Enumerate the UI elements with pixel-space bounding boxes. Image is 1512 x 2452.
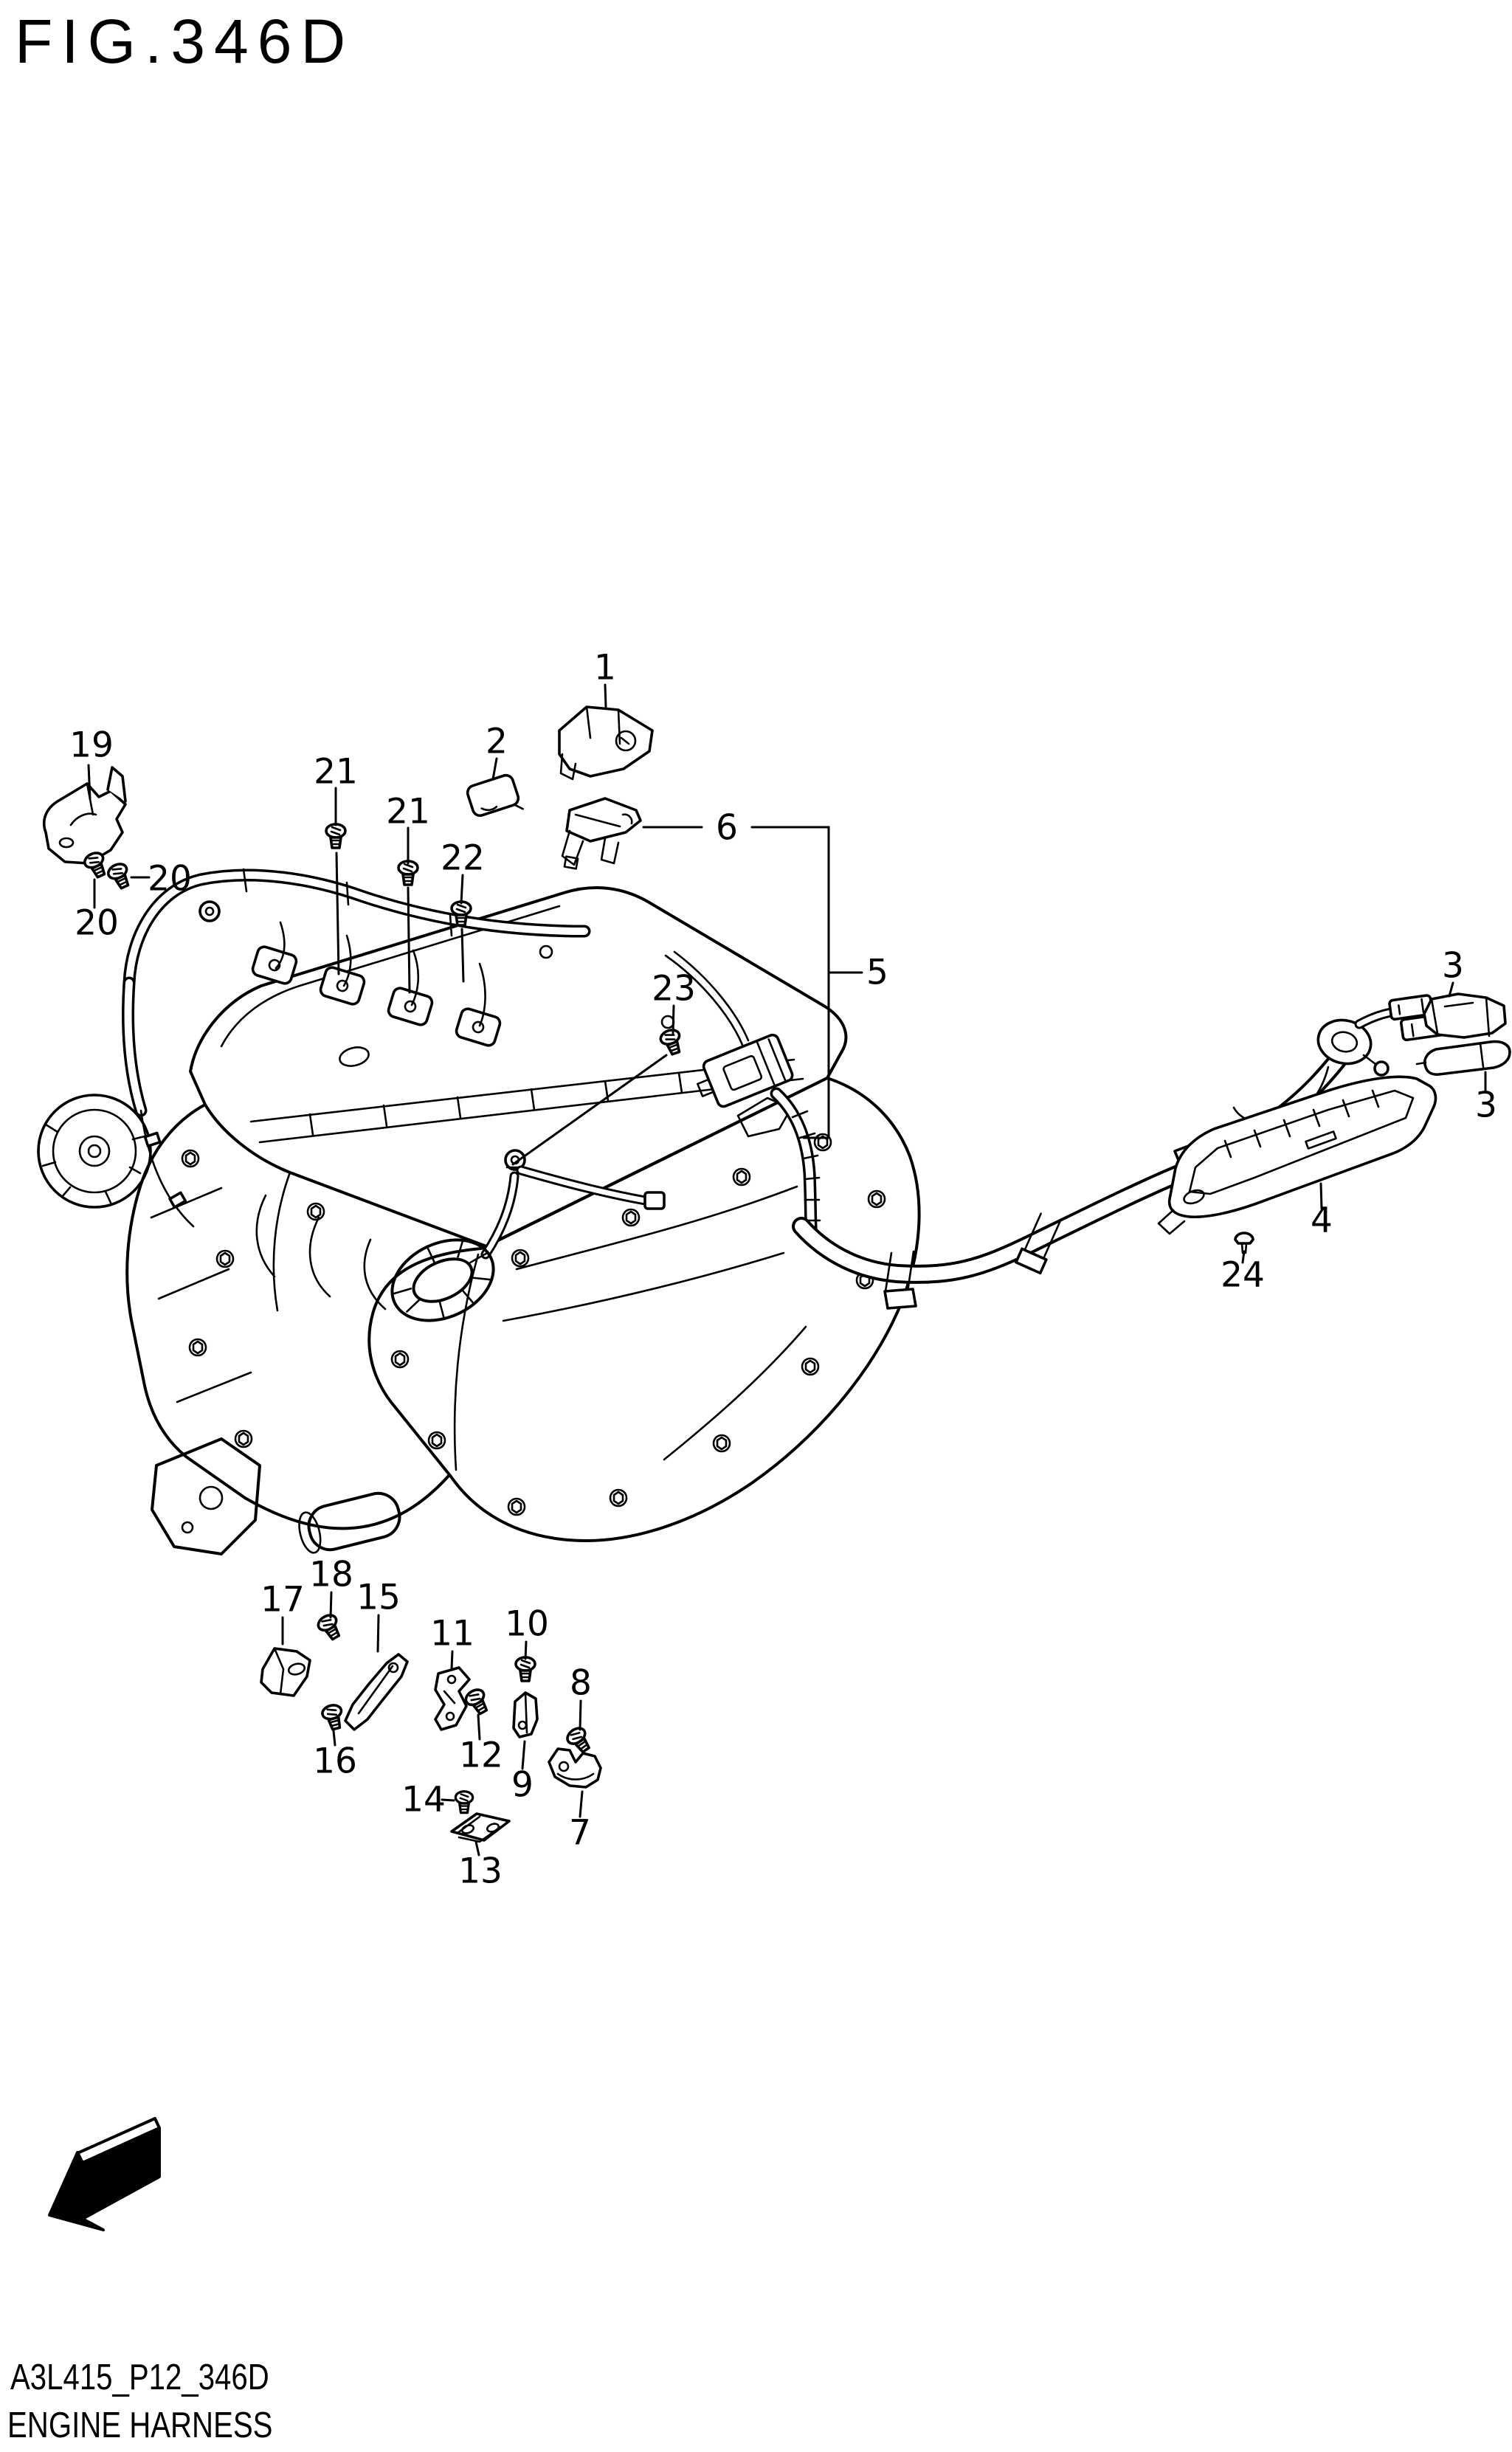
callout-21-label-23: 21: [386, 792, 430, 832]
part-4-protector-bracket: [1157, 1075, 1437, 1235]
cylinder-block: [125, 1103, 450, 1555]
ignition-coil-icon: [251, 945, 298, 985]
part-7-bracket: [548, 1747, 602, 1789]
part-19-bracket: [42, 766, 127, 865]
callout-11-label-11: 11: [430, 1614, 474, 1654]
bolt-icon: [234, 1429, 253, 1448]
callout-10-label-10: 10: [505, 1604, 549, 1645]
ignition-coil-icon: [319, 966, 366, 1006]
part-21-screw-icon: [397, 860, 419, 886]
fwd-arrow: FWD: [48, 2117, 161, 2231]
callout-21-leader: [407, 886, 411, 994]
callout-14-label-14: 14: [401, 1780, 446, 1820]
callout-3-leader: [1448, 981, 1454, 998]
part-24-pin-icon: [1234, 1232, 1254, 1254]
bolt-icon: [215, 1249, 235, 1268]
callout-21-label-22: 21: [314, 752, 358, 792]
callout-19-leader: [87, 764, 92, 801]
callout-16-label-16: 16: [313, 1741, 357, 1782]
callout-13-leader: [474, 1840, 480, 1857]
part-17-bracket: [260, 1647, 311, 1697]
callout-4-leader: [1319, 1182, 1323, 1210]
part-23-screw-icon: [657, 1026, 686, 1058]
part-11-bracket: [434, 1666, 471, 1731]
harness-loop: [390, 1238, 495, 1322]
callout-6-label-6: 6: [716, 808, 738, 849]
crank-pulley-icon: [37, 1094, 152, 1209]
part-3-boot-lower: [1415, 1040, 1511, 1076]
callout-21-leader: [335, 852, 340, 975]
transaxle-housing: [367, 1077, 921, 1542]
callout-15-leader: [376, 1614, 380, 1653]
bolt-icon: [188, 1338, 207, 1357]
callout-24-leader: [1241, 1250, 1246, 1264]
callout-2-label-1: 2: [486, 722, 508, 762]
callout-7-leader: [579, 1790, 584, 1818]
callout-22-leader: [460, 928, 465, 983]
callout-12-leader: [477, 1713, 481, 1741]
part-9-bracket: [512, 1691, 539, 1738]
callout-7-label-7: 7: [569, 1813, 591, 1854]
callout-1-leader: [604, 683, 607, 708]
callout-2-leader: [491, 757, 498, 781]
callout-17-label-17: 17: [260, 1580, 305, 1620]
part-12-screw-icon: [461, 1685, 494, 1719]
part-14-screw-icon: [454, 1790, 474, 1814]
engine-illustration: [37, 868, 1450, 1555]
drawing-code: A3L415_P12_346D: [10, 2358, 269, 2397]
callout-16-leader: [332, 1730, 336, 1747]
part-1-bracket: [558, 705, 654, 781]
callout-12-label-12: 12: [459, 1736, 503, 1776]
callout-1-label-0: 1: [594, 648, 616, 688]
part-15-stay: [344, 1653, 409, 1731]
callout-3-label-2: 3: [1442, 946, 1464, 987]
figure-title: FIG.346D: [15, 7, 355, 76]
callout-8-label-8: 8: [570, 1663, 592, 1704]
callout-18-label-18: 18: [309, 1555, 353, 1595]
callout-3-label-3: 3: [1475, 1085, 1497, 1126]
callout-13-label-13: 13: [458, 1851, 503, 1892]
callout-8-leader: [579, 1699, 582, 1731]
harness-clamp-icon: [883, 1288, 917, 1310]
callout-9-leader: [521, 1740, 526, 1770]
callout-20-label-20: 20: [148, 859, 192, 899]
harness-grommet-icon: [1316, 1018, 1373, 1066]
callout-layer: 1233456789101112131415161718192020212122…: [69, 648, 1497, 1892]
harness-clamp-icon: [1015, 1247, 1048, 1275]
ignition-coil-icon: [387, 987, 434, 1026]
callout-9-label-9: 9: [511, 1765, 534, 1806]
callout-5-label-5: 5: [866, 953, 888, 993]
bolt-icon: [181, 1149, 200, 1168]
top-harness-pipe: [122, 868, 591, 1228]
part-16-screw-icon: [319, 1702, 347, 1733]
part-20-screw-icon: [104, 860, 135, 892]
callout-19-label-19: 19: [69, 725, 114, 766]
part-13-plate: [450, 1812, 511, 1843]
callout-23-leader: [672, 1004, 675, 1035]
callout-22-leader: [460, 874, 464, 905]
part-2-clip: [466, 773, 524, 818]
part-10-screw-icon: [514, 1656, 536, 1682]
callout-22-label-24: 22: [441, 838, 485, 879]
callout-6-leader: [750, 826, 830, 1139]
figure-caption: ENGINE HARNESS: [7, 2406, 273, 2445]
callout-15-label-15: 15: [356, 1578, 401, 1618]
part-3-clamp-upper: [1423, 992, 1507, 1039]
loose-parts: [42, 705, 1511, 1843]
callout-20-label-21: 20: [75, 903, 119, 944]
bolt-icon: [306, 1202, 325, 1221]
callout-23-leader: [511, 1054, 668, 1166]
callout-10-leader: [524, 1640, 528, 1660]
part-21-screw-icon: [325, 823, 347, 849]
terminal-stud-icon: [504, 1149, 526, 1171]
part-6-bracket: [561, 797, 642, 870]
fwd-arrowhead: [48, 2151, 105, 2231]
ignition-coil-icon: [455, 1007, 502, 1047]
callout-23-label-25: 23: [652, 969, 696, 1009]
ring-terminal-icon: [1373, 1060, 1390, 1077]
callout-4-label-4: 4: [1311, 1201, 1333, 1241]
callout-24-label-26: 24: [1221, 1255, 1265, 1296]
